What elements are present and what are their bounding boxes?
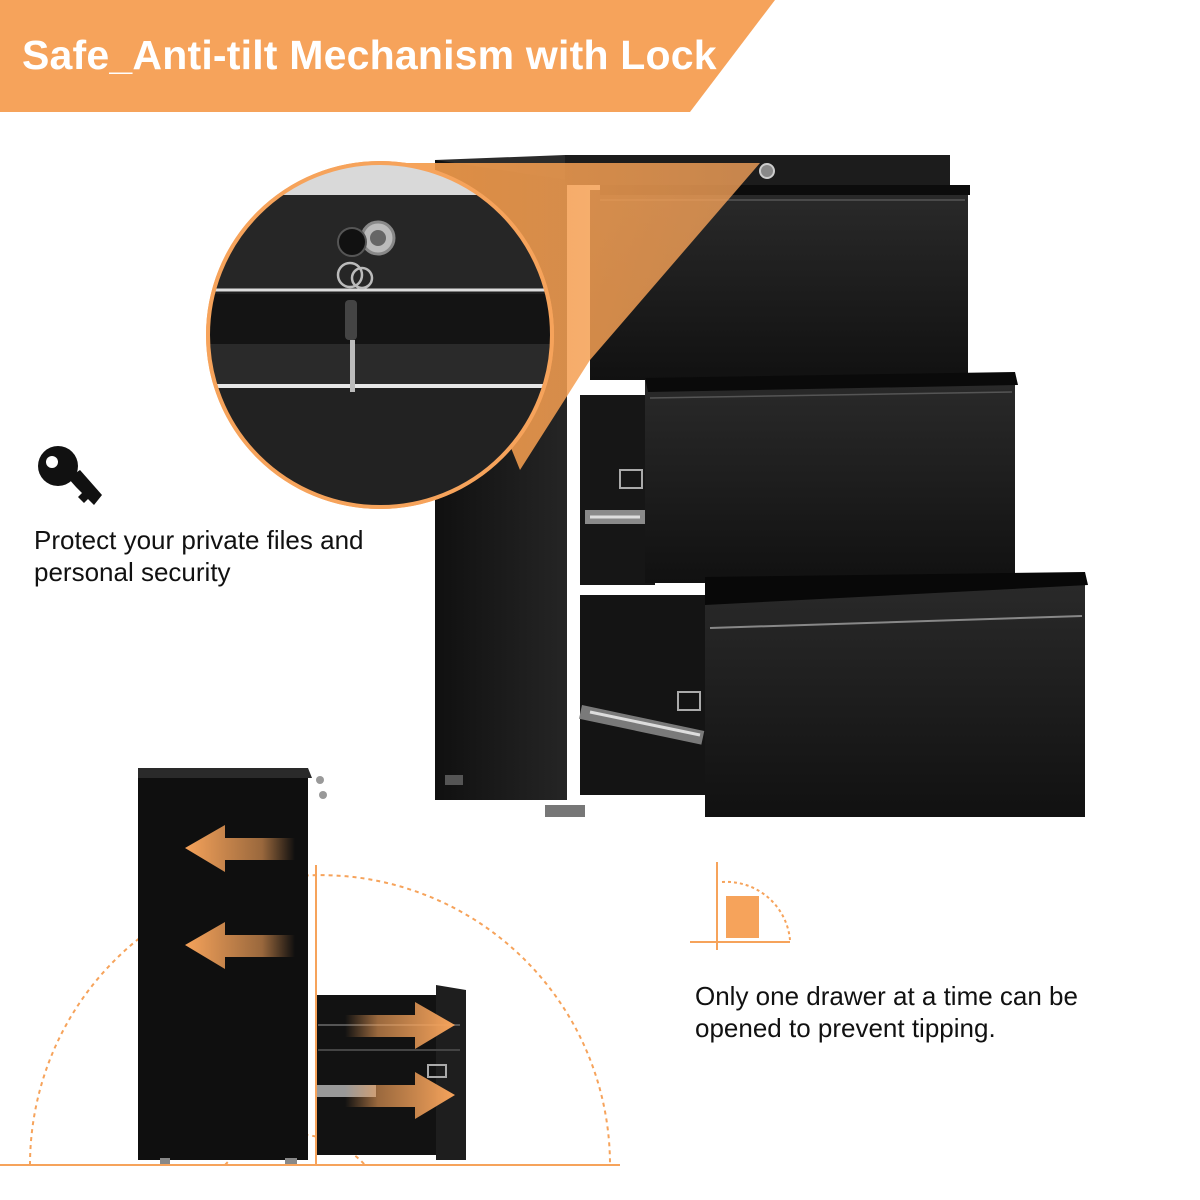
arrow-left-2 <box>185 922 295 969</box>
arrow-right-1 <box>345 1002 455 1049</box>
cabinet-lock <box>759 163 775 179</box>
main-cabinet <box>435 155 1088 817</box>
key-icon <box>38 446 102 505</box>
title-banner <box>0 0 775 112</box>
side-view-cabinet <box>0 768 620 1166</box>
page-title: Safe_Anti-tilt Mechanism with Lock <box>22 32 717 78</box>
arrow-right-2 <box>345 1072 455 1119</box>
security-callout-text: Protect your private files and personal … <box>34 525 364 587</box>
anti-tilt-callout-text: Only one drawer at a time can be opened … <box>695 981 1078 1043</box>
tilt-angle-icon <box>690 862 791 950</box>
arrow-left-1 <box>185 825 295 872</box>
